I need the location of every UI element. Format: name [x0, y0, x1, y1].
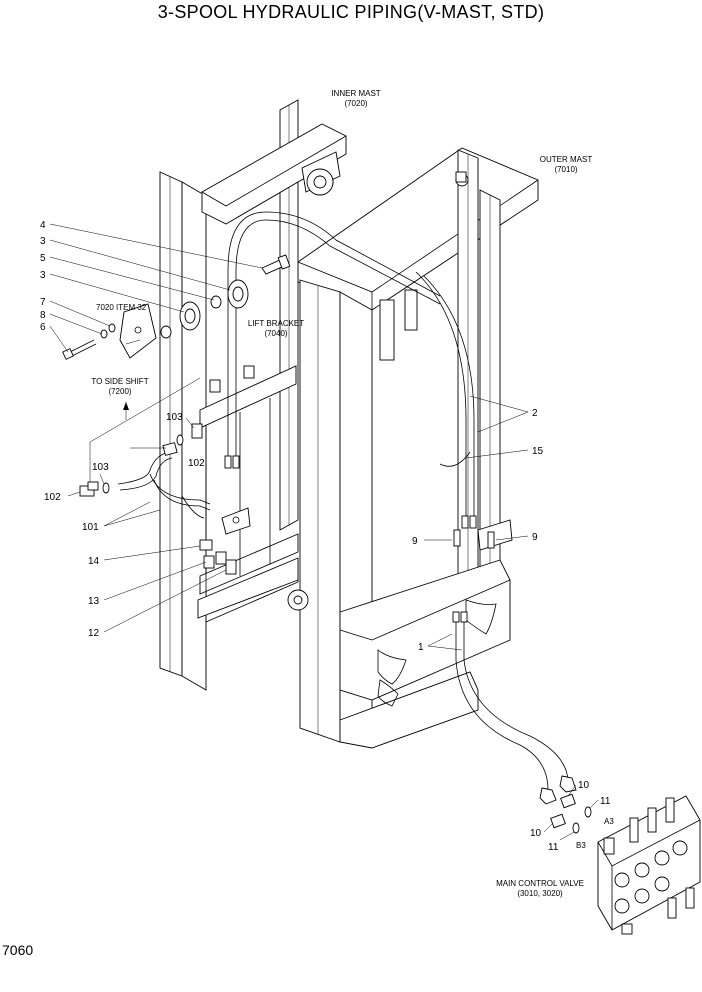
- callout-102: 102: [44, 492, 61, 503]
- oring-103-upper: [176, 434, 184, 446]
- text-labels: INNER MAST (7020) OUTER MAST (7010) 7020…: [91, 89, 614, 898]
- callout-3: 3: [40, 236, 46, 247]
- oring-11-upper: [584, 806, 592, 818]
- callout-3: 3: [40, 270, 46, 281]
- tee-9-right: [487, 531, 495, 549]
- tube-101-a: [117, 451, 171, 485]
- page-code: 7060: [2, 942, 34, 958]
- callout-102: 102: [188, 458, 205, 469]
- port-a3-label: A3: [604, 817, 614, 826]
- callout-9: 9: [412, 536, 418, 547]
- hose-1-left: [455, 618, 549, 791]
- to-side-shift-ref: (7200): [108, 387, 131, 396]
- callout-8: 8: [40, 310, 46, 321]
- outer-mast: [297, 147, 539, 749]
- callout-103: 103: [166, 412, 183, 423]
- inner-mast-ref: (7020): [344, 99, 367, 108]
- outer-mast-label: OUTER MAST: [540, 155, 593, 164]
- callout-101: 101: [82, 522, 99, 533]
- small-parts: [62, 254, 592, 834]
- callout-103: 103: [92, 462, 109, 473]
- callout-10: 10: [578, 780, 590, 791]
- clip-15: [439, 451, 471, 467]
- elbow-102-lower: [79, 481, 99, 497]
- callout-2: 2: [532, 408, 538, 419]
- hose-2-right: [423, 275, 475, 520]
- hydraulic-hoses: [224, 211, 577, 805]
- bracket-7020-32: [119, 303, 157, 359]
- callout-13: 13: [88, 596, 100, 607]
- main-control-valve-label: MAIN CONTROL VALVE: [496, 879, 584, 888]
- main-control-valve-ref: (3010, 3020): [517, 889, 563, 898]
- callout-9: 9: [532, 532, 538, 543]
- fitting-10-upper: [560, 793, 576, 809]
- washer-8: [100, 329, 108, 339]
- callout-5: 5: [40, 253, 46, 264]
- sheave-5: [227, 279, 249, 309]
- outer-mast-lower-crossmember: [339, 559, 511, 701]
- carriage-lower-plate: [199, 533, 299, 595]
- bolt-6: [62, 339, 97, 360]
- callout-numbers: 4 3 5 3 7 8 6 103 102 103 102 101 14 13 …: [40, 220, 611, 853]
- fitting-14: [199, 539, 213, 551]
- carriage-upper-plate: [199, 365, 297, 429]
- washer-7: [108, 323, 116, 333]
- lift-bracket-ref: (7040): [264, 329, 287, 338]
- tee-bracket: [221, 507, 251, 535]
- tee-9-left: [453, 529, 461, 547]
- hose-upper-b: [235, 219, 441, 458]
- to-side-shift-label: TO SIDE SHIFT: [91, 377, 148, 386]
- callout-11: 11: [548, 842, 559, 853]
- outer-mast-left-channel: [299, 279, 341, 743]
- connector-102-upper: [162, 442, 178, 456]
- main-control-valve: [597, 795, 701, 935]
- hose-2-left: [415, 271, 467, 520]
- spacer-3-lower: [160, 325, 172, 339]
- callout-7: 7: [40, 297, 46, 308]
- item-7020-32-label: 7020 ITEM 32: [96, 303, 147, 312]
- fitting-12: [225, 559, 237, 575]
- inner-mast-label: INNER MAST: [331, 89, 380, 98]
- diagram-title: 3-SPOOL HYDRAULIC PIPING(V-MAST, STD): [157, 2, 545, 22]
- port-b3-label: B3: [576, 841, 586, 850]
- spacer-3-upper: [210, 295, 222, 309]
- callout-6: 6: [40, 322, 46, 333]
- callout-12: 12: [88, 628, 100, 639]
- pin-4: [261, 254, 291, 275]
- fitting-10-lower: [550, 813, 566, 829]
- callout-11: 11: [600, 796, 611, 807]
- hose-1-right: [463, 618, 569, 781]
- fitting-13: [203, 555, 215, 569]
- oring-11-lower: [572, 822, 580, 834]
- hose-upper-a: [227, 211, 441, 458]
- lift-bracket: [197, 365, 299, 619]
- sheave-lower: [179, 301, 201, 331]
- callout-4: 4: [40, 220, 46, 231]
- callout-14: 14: [88, 556, 100, 567]
- callout-1: 1: [418, 642, 424, 653]
- callout-15: 15: [532, 446, 544, 457]
- oring-103-lower: [102, 482, 110, 494]
- callout-10: 10: [530, 828, 542, 839]
- connector-103-upper: [191, 423, 203, 439]
- leader-lines: [49, 223, 599, 841]
- lift-bracket-label: LIFT BRACKET: [248, 319, 304, 328]
- outer-mast-ref: (7010): [554, 165, 577, 174]
